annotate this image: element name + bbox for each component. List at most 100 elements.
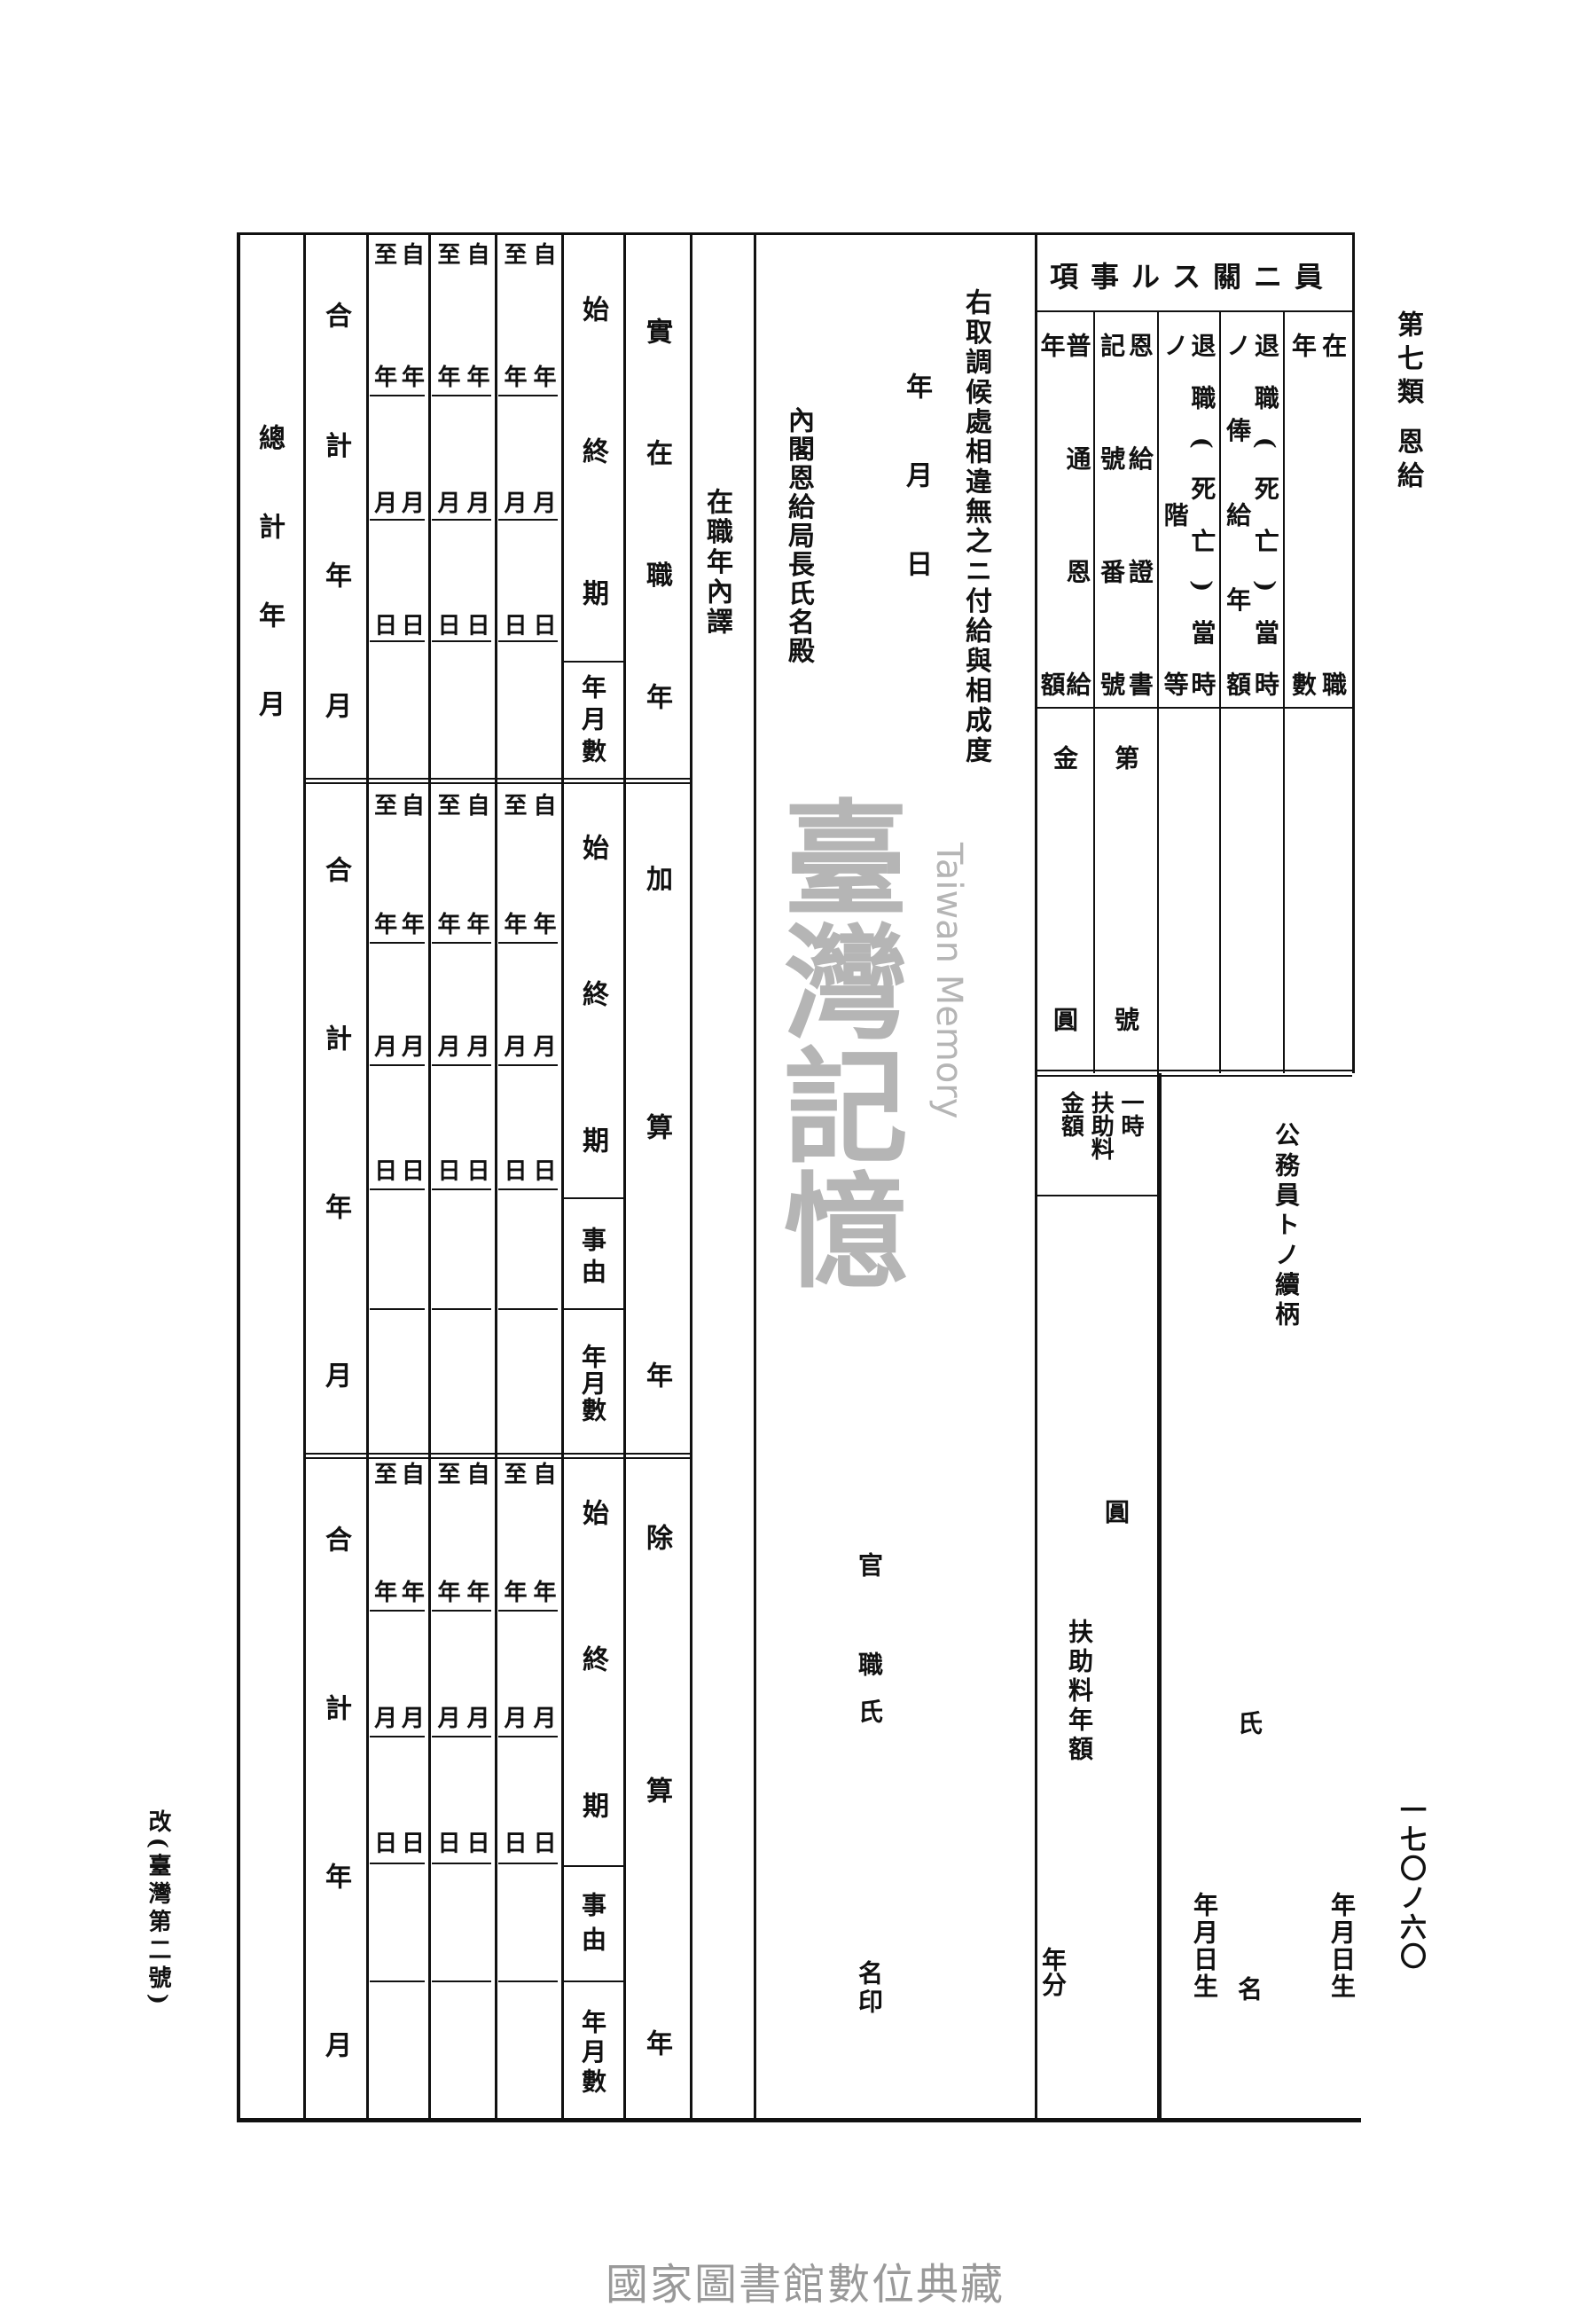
date-unit-label: 月 <box>463 1034 489 1057</box>
date-unit-label: 月 <box>500 1034 527 1057</box>
surname-label: 氏 <box>1234 1710 1264 1735</box>
rule-line <box>498 640 558 642</box>
header-col-2-left: ノ階等 <box>1160 333 1190 696</box>
rule-line <box>1035 1075 1352 1077</box>
rule-line <box>366 232 369 2122</box>
rule-line <box>370 1188 425 1190</box>
rule-line <box>1157 1073 1162 2122</box>
rule-line <box>303 778 690 780</box>
rule-line <box>1093 312 1095 1073</box>
page-number: 一七〇ノ六〇 <box>1395 1796 1426 1969</box>
date-to-label: 至 <box>500 1462 527 1485</box>
date-to-label: 至 <box>434 1462 460 1485</box>
date-unit-label: 日 <box>434 613 460 636</box>
rule-line <box>498 1863 558 1864</box>
type-label: 除算年 <box>641 1524 672 2056</box>
sub-label: 年月數 <box>578 674 607 763</box>
type-label: 實在職年 <box>641 318 672 710</box>
rule-line <box>370 519 425 521</box>
date-unit-label: 日 <box>463 613 489 636</box>
date-to-label: 至 <box>434 793 460 816</box>
header-col-4-right: 普通恩給 <box>1062 333 1092 696</box>
rule-line <box>561 661 623 663</box>
header-col-1-right: 退職(死亡)當時 <box>1250 333 1280 696</box>
date-unit-label: 月 <box>529 1034 556 1057</box>
declaration-date: 年月日 <box>901 373 932 576</box>
rule-line <box>237 2118 1361 2122</box>
rule-line <box>370 640 425 642</box>
rule-line <box>432 395 491 396</box>
rule-line <box>498 1980 558 1982</box>
date-unit-label: 日 <box>463 1158 489 1181</box>
date-unit-label: 年 <box>397 912 425 935</box>
date-to-label: 至 <box>370 242 397 265</box>
rule-line <box>237 232 240 2122</box>
subtotal-label: 合計年月 <box>320 1526 351 2058</box>
header-col-2-right: 退職(死亡)當時 <box>1187 333 1217 696</box>
subtotal-label: 合計年月 <box>320 302 351 718</box>
rule-line <box>1035 310 1352 312</box>
rule-line <box>498 1064 558 1066</box>
date-unit-label: 日 <box>397 1158 425 1181</box>
header-col-4-left: 年額 <box>1037 333 1067 696</box>
rule-line <box>495 232 497 2122</box>
service-breakdown-title: 在職年內譯 <box>701 488 732 634</box>
rule-line <box>561 1197 623 1199</box>
rule-line <box>690 232 692 2122</box>
date-unit-label: 日 <box>434 1158 460 1181</box>
rule-line <box>1352 232 1355 1073</box>
header-col-3-left: 記號番號 <box>1097 333 1127 696</box>
rule-line <box>1035 1195 1157 1196</box>
rule-line <box>370 1863 425 1864</box>
date-from-label: 自 <box>397 793 425 816</box>
date-unit-label: 日 <box>500 613 527 636</box>
rule-line <box>1035 1070 1352 1071</box>
signer-office: 官職 <box>855 1552 884 1676</box>
relation-label: 公務員トノ續柄 <box>1271 1122 1301 1326</box>
period-label: 始終期 <box>577 295 608 606</box>
date-unit-label: 年 <box>370 365 397 388</box>
date-from-label: 自 <box>463 793 489 816</box>
period-label: 始終期 <box>577 1499 608 1818</box>
date-unit-label: 年 <box>529 365 556 388</box>
date-to-label: 至 <box>370 793 397 816</box>
rule-line <box>303 1453 690 1455</box>
sub-label: 年月數 <box>578 2009 607 2093</box>
watermark-logo-english: Taiwan Memory <box>928 843 969 1119</box>
date-unit-label: 月 <box>463 1706 489 1729</box>
rule-line <box>1219 312 1221 1073</box>
rule-line <box>498 942 558 944</box>
date-unit-label: 日 <box>463 1831 489 1854</box>
rule-line <box>432 1736 491 1737</box>
grand-total-label: 總計年月 <box>254 424 285 717</box>
footer-caption: 國家圖書館數位典藏 <box>606 2260 1005 2306</box>
date-unit-label: 月 <box>370 1706 397 1729</box>
date-unit-label: 月 <box>434 1034 460 1057</box>
rule-line <box>370 1980 425 1982</box>
rule-line <box>370 942 425 944</box>
date-unit-label: 日 <box>370 613 397 636</box>
date-unit-label: 日 <box>397 613 425 636</box>
header-col-0-right: 在職 <box>1318 333 1349 696</box>
rule-line <box>754 232 756 2122</box>
rule-line <box>432 640 491 642</box>
date-unit-label: 年 <box>500 1580 527 1603</box>
type-label: 加算年 <box>641 865 672 1388</box>
rule-line <box>432 1064 491 1066</box>
date-from-label: 自 <box>463 1462 489 1485</box>
given-name-label: 名 <box>1234 1976 1264 2001</box>
header-col-3-right: 恩給證書 <box>1124 333 1154 696</box>
rule-line <box>561 1865 623 1867</box>
rule-line <box>303 782 690 784</box>
signer-seal: 名印 <box>855 1960 884 2013</box>
value-col-3-top: 第 <box>1111 745 1140 770</box>
lump-sum-label: 一時 扶助料 金額 <box>1057 1091 1144 1160</box>
rule-line <box>370 1610 425 1612</box>
date-unit-label: 年 <box>500 912 527 935</box>
date-unit-label: 月 <box>500 1706 527 1729</box>
sub-label: 事由 <box>578 1892 607 1951</box>
annual-amount-label: 扶助料年額 <box>1065 1619 1094 1761</box>
period-label: 始終期 <box>577 834 608 1153</box>
rule-line <box>432 1863 491 1864</box>
rule-line <box>498 1610 558 1612</box>
